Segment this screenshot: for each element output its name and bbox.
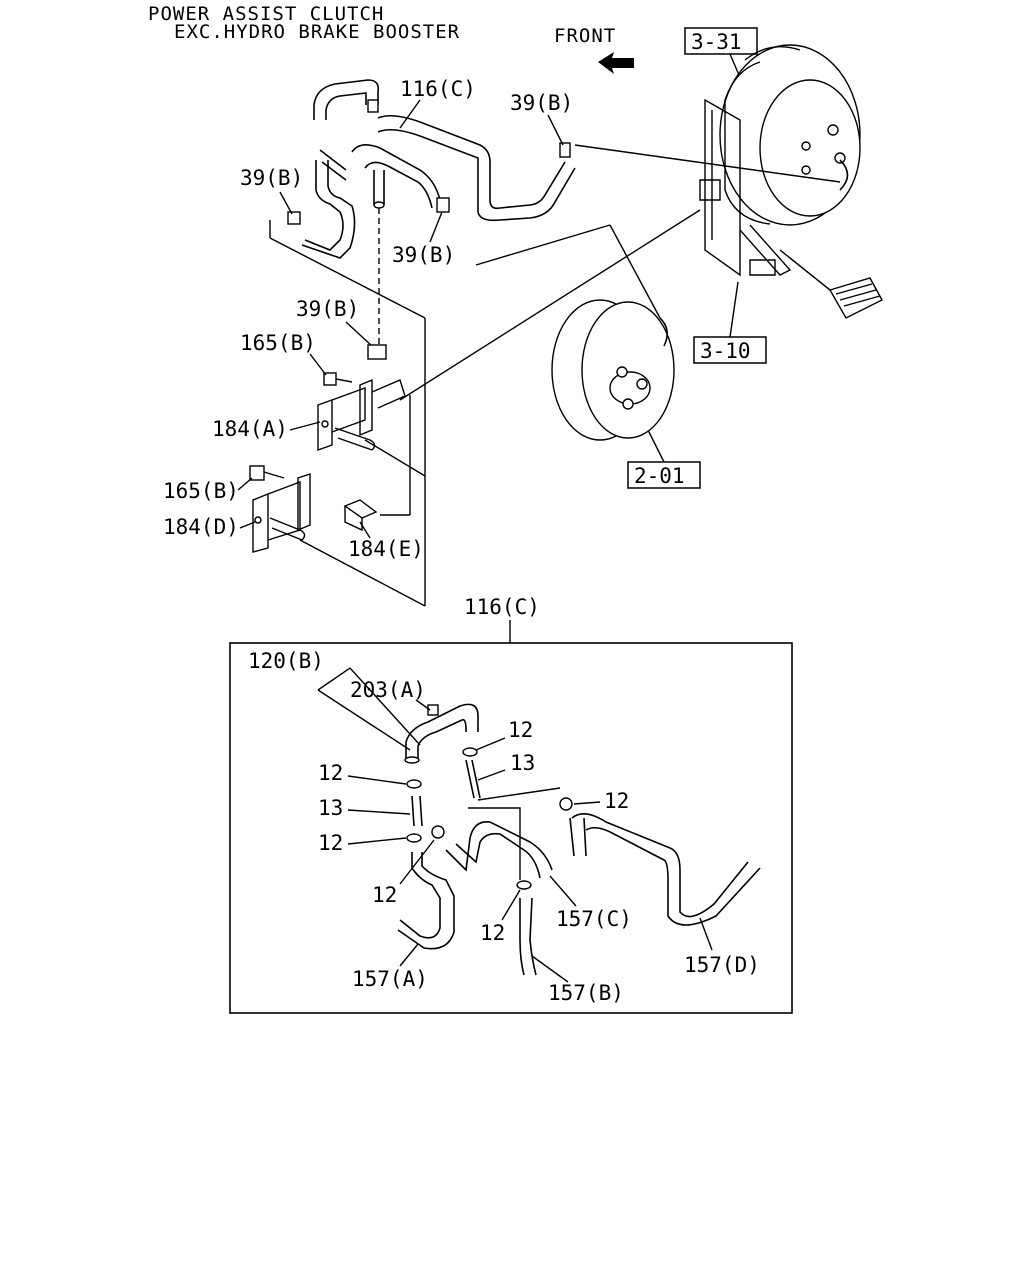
callout-12-f[interactable]: 12 bbox=[480, 921, 505, 945]
callout-12-e[interactable]: 12 bbox=[372, 883, 397, 907]
callout-39b-3[interactable]: 39(B) bbox=[392, 243, 455, 267]
callout-13-b[interactable]: 13 bbox=[318, 796, 343, 820]
callout-39b-4[interactable]: 39(B) bbox=[296, 297, 359, 321]
callout-39b-1[interactable]: 39(B) bbox=[510, 91, 573, 115]
ref-label-2-01: 2-01 bbox=[634, 464, 685, 488]
ref-box-3-10[interactable]: 3-10 bbox=[693, 336, 767, 364]
callout-12-c[interactable]: 12 bbox=[318, 831, 343, 855]
leader-3-10 bbox=[729, 281, 739, 338]
callout-184a[interactable]: 184(A) bbox=[212, 417, 288, 441]
detail-hose-parts bbox=[397, 703, 761, 976]
callout-12-a[interactable]: 12 bbox=[508, 718, 533, 742]
callout-184e[interactable]: 184(E) bbox=[348, 537, 424, 561]
leader-157a bbox=[399, 943, 419, 967]
callout-157c[interactable]: 157(C) bbox=[556, 907, 632, 931]
bracket-184a-illustration bbox=[317, 344, 406, 451]
detail-link-line bbox=[477, 787, 561, 801]
header-line-2: EXC.HYDRO BRAKE BOOSTER bbox=[174, 21, 460, 43]
leader-157c bbox=[549, 875, 577, 907]
leader-12-c bbox=[347, 837, 407, 845]
leader-157d bbox=[699, 917, 713, 951]
callout-116c-detail[interactable]: 116(C) bbox=[464, 595, 540, 619]
leader-12-d bbox=[573, 801, 601, 805]
front-label: FRONT bbox=[554, 25, 616, 47]
callout-12-d[interactable]: 12 bbox=[604, 789, 629, 813]
leader-12-b bbox=[347, 775, 407, 785]
callout-165b-2[interactable]: 165(B) bbox=[163, 479, 239, 503]
ref-box-3-31[interactable]: 3-31 bbox=[684, 27, 758, 55]
callout-120b[interactable]: 120(B) bbox=[248, 649, 324, 673]
leader-184a bbox=[289, 421, 321, 431]
leader-165b-2 bbox=[237, 477, 253, 491]
callout-203a[interactable]: 203(A) bbox=[350, 678, 426, 702]
ref-label-3-10: 3-10 bbox=[700, 339, 751, 363]
callout-116c-top[interactable]: 116(C) bbox=[400, 77, 476, 101]
leader-13-b bbox=[347, 809, 411, 815]
callout-157b[interactable]: 157(B) bbox=[548, 981, 624, 1005]
connection-lines bbox=[269, 144, 841, 607]
callout-184d[interactable]: 184(D) bbox=[163, 515, 239, 539]
ref-box-2-01[interactable]: 2-01 bbox=[627, 461, 701, 489]
callout-13-a[interactable]: 13 bbox=[510, 751, 535, 775]
detail-frame bbox=[229, 642, 793, 1014]
front-arrow-icon bbox=[598, 52, 634, 74]
leader-12-a bbox=[475, 737, 506, 751]
leader-13-a bbox=[477, 769, 506, 781]
callout-39b-2[interactable]: 39(B) bbox=[240, 166, 303, 190]
callout-157d[interactable]: 157(D) bbox=[684, 953, 760, 977]
leader-39b-4 bbox=[345, 321, 373, 347]
leader-39b-1 bbox=[547, 114, 564, 146]
leader-39b-2 bbox=[279, 191, 293, 215]
callout-157a[interactable]: 157(A) bbox=[352, 967, 428, 991]
brake-booster-illustration bbox=[699, 44, 883, 319]
booster-2-01-illustration bbox=[551, 299, 675, 441]
leader-12-e bbox=[399, 839, 435, 885]
leader-39b-3 bbox=[429, 211, 443, 243]
callout-12-b[interactable]: 12 bbox=[318, 761, 343, 785]
leader-12-f bbox=[501, 889, 521, 921]
leader-203a bbox=[415, 699, 431, 711]
leader-165b-1 bbox=[309, 353, 327, 376]
bracket-184d-184e-illustration bbox=[249, 465, 378, 553]
hose-assembly-116c bbox=[287, 79, 576, 345]
leader-120b bbox=[317, 667, 421, 751]
header-line-1: POWER ASSIST CLUTCH bbox=[148, 3, 384, 25]
leader-157b bbox=[531, 955, 569, 983]
ref-label-3-31: 3-31 bbox=[691, 30, 742, 54]
leader-184d bbox=[239, 521, 256, 529]
callout-165b-1[interactable]: 165(B) bbox=[240, 331, 316, 355]
leader-184e bbox=[359, 521, 371, 539]
leader-116c-top bbox=[399, 99, 421, 129]
